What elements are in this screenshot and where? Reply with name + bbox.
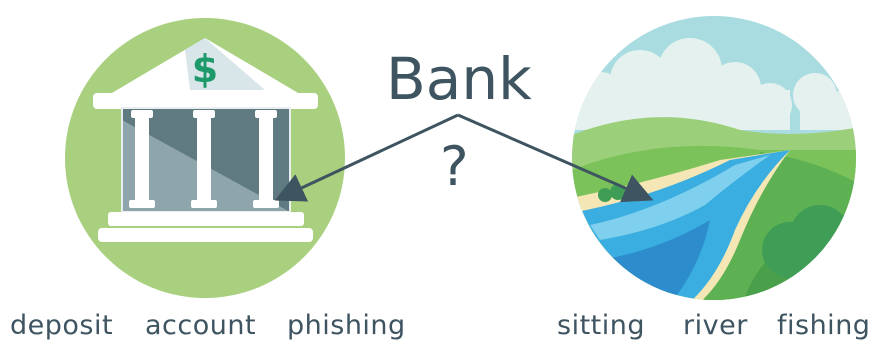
- question-mark: ?: [440, 135, 469, 198]
- word-deposit: deposit: [10, 310, 114, 341]
- bank-step-top: [108, 212, 304, 226]
- word-fishing: fishing: [777, 310, 871, 341]
- arrow-to-bank: [274, 113, 459, 202]
- bank-entablature: [93, 93, 318, 109]
- bank-columns: [129, 110, 279, 208]
- word-phishing: phishing: [287, 310, 406, 341]
- bank-building-icon: $: [65, 18, 345, 298]
- bank-roof-shade: [185, 38, 265, 90]
- word-sitting: sitting: [557, 310, 645, 341]
- bank-step-bottom: [98, 228, 313, 242]
- center-word: Bank: [386, 45, 532, 113]
- meaning-arrows: [274, 113, 654, 203]
- arrow-to-river: [457, 113, 654, 203]
- word-river: river: [683, 310, 748, 341]
- dollar-sign-icon: $: [192, 47, 218, 91]
- river-highlight: [590, 155, 770, 240]
- river-landscape-icon: [572, 16, 856, 300]
- word-account: account: [145, 310, 257, 341]
